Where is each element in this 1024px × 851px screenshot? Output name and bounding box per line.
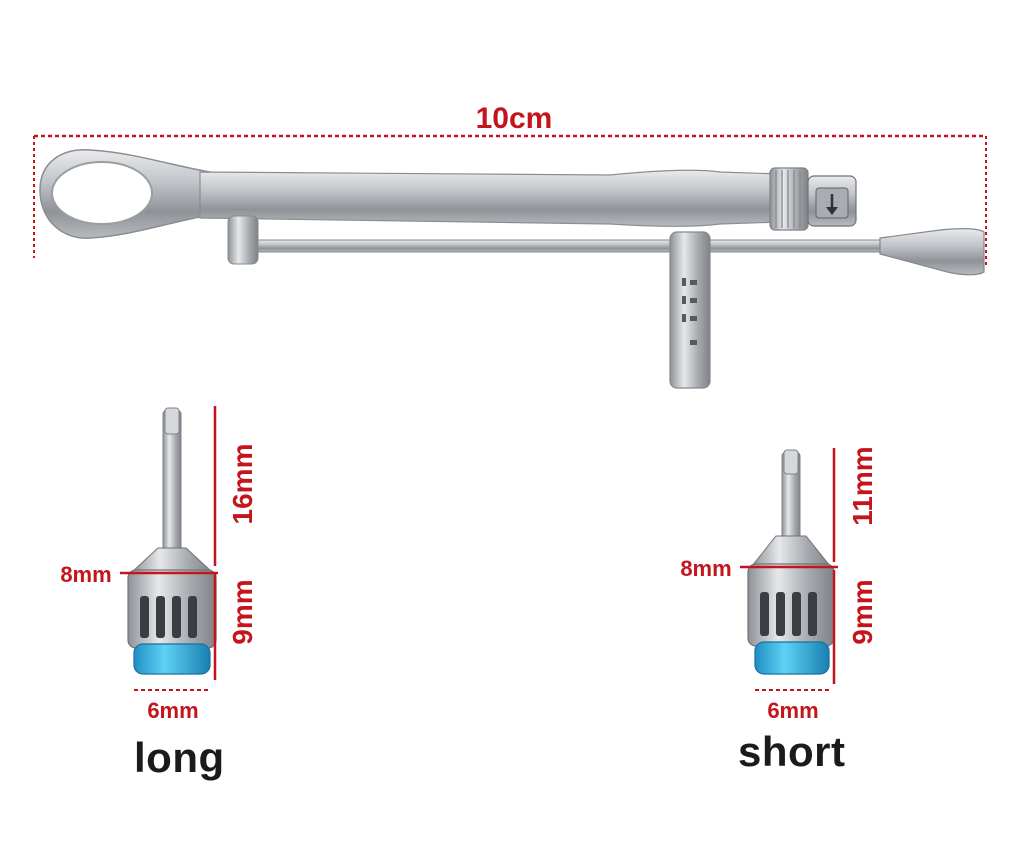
- long-driver-neck: [130, 547, 214, 573]
- short-caption: short: [738, 728, 846, 775]
- wrench-scale-post: [669, 231, 711, 389]
- long-driver-dimensions: 16mm 9mm 8mm 6mm: [60, 406, 258, 723]
- wrench-lower-rod: [251, 239, 903, 253]
- short-base-width-label: 6mm: [767, 698, 818, 723]
- short-driver-blue-ring: [754, 641, 830, 675]
- short-driver-dimensions: 11mm 9mm 8mm 6mm: [680, 446, 878, 723]
- length-dimension: 10cm: [33, 102, 987, 268]
- wrench-rod-mount: [227, 215, 259, 265]
- long-driver: 16mm 9mm 8mm 6mm: [60, 406, 258, 723]
- length-label: 10cm: [476, 102, 553, 135]
- wrench-rod-tip: [879, 228, 985, 276]
- short-shaft-height-label: 11mm: [847, 446, 878, 525]
- long-shaft-height-label: 16mm: [227, 444, 258, 525]
- wrench-ring-hole: [51, 161, 153, 225]
- short-head-height-label: 9mm: [847, 579, 878, 644]
- torque-wrench: 10cm: [33, 102, 987, 389]
- short-driver-neck: [750, 535, 832, 567]
- long-base-width-label: 6mm: [147, 698, 198, 723]
- wrench-handle: [199, 169, 781, 227]
- long-caption: long: [134, 734, 225, 781]
- long-driver-blue-ring: [133, 643, 211, 675]
- short-driver: 11mm 9mm 8mm 6mm: [680, 446, 878, 723]
- short-head-diameter-label: 8mm: [680, 556, 731, 581]
- arrow-down-icon: [826, 194, 838, 215]
- long-head-height-label: 9mm: [227, 579, 258, 644]
- scale-markings: [682, 278, 697, 345]
- long-head-diameter-label: 8mm: [60, 562, 111, 587]
